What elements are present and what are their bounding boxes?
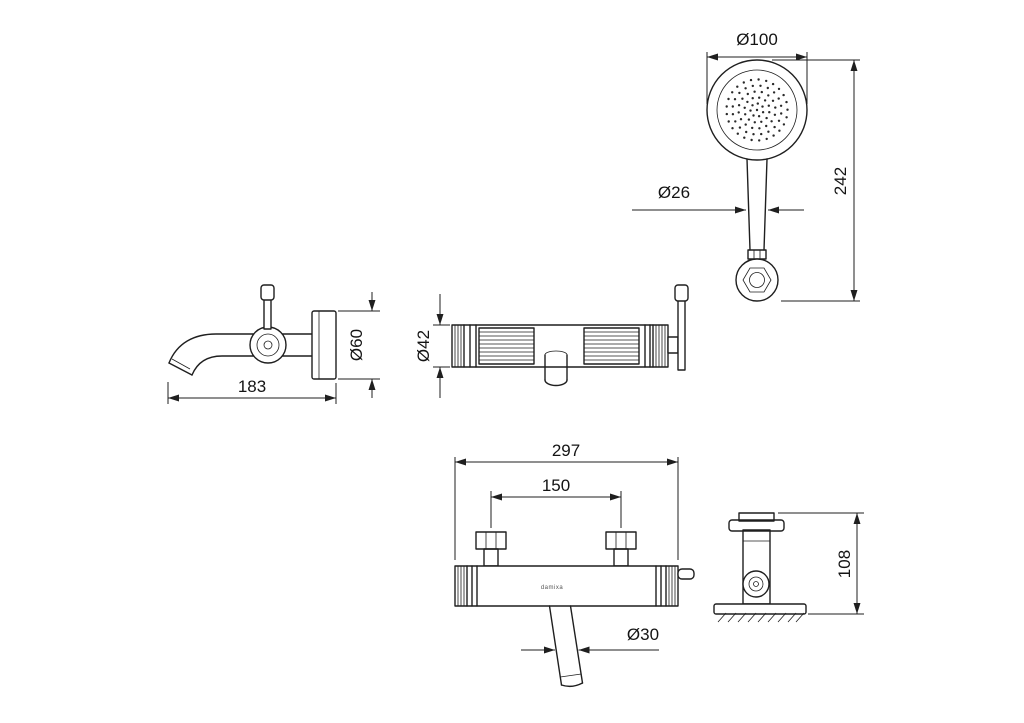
brand-label: damixa	[541, 585, 564, 591]
spout-aerator-line	[171, 358, 191, 370]
spout-tube	[168, 333, 313, 376]
spout-aerator-line	[560, 673, 582, 678]
right-sleeve-ridges	[584, 331, 639, 361]
spray-nozzle-dots	[725, 78, 789, 142]
left-union-sleeve	[478, 327, 535, 365]
mixer-top-view: Ø42	[414, 284, 689, 398]
union-nut	[475, 531, 507, 550]
wall-flange	[311, 310, 337, 380]
spout-end-cap	[560, 682, 584, 688]
left-end-ribs	[454, 325, 462, 367]
dim-extension-lines	[778, 512, 864, 615]
dim-extension-lines	[772, 59, 860, 302]
dim-handle-diameter: Ø26	[632, 183, 804, 214]
union-flange	[728, 519, 785, 532]
dim-overall-width-label: 297	[552, 441, 580, 460]
shower-handle	[746, 158, 768, 251]
dim-flange-diameter: Ø60	[338, 292, 380, 398]
spout-stub-top-arc	[544, 350, 568, 356]
right-section-lines	[655, 565, 667, 607]
dim-extension-lines	[454, 457, 679, 560]
dim-spout-projection: 183	[167, 377, 337, 404]
dim-extension-lines	[433, 324, 450, 368]
right-wall-union	[605, 531, 637, 567]
lever-stem	[677, 299, 686, 371]
wall-hatch	[717, 612, 805, 623]
handle-nut-facets	[753, 250, 761, 259]
dim-body-diameter: Ø42	[414, 294, 450, 398]
dim-spout-diameter: Ø30	[521, 625, 659, 654]
valve-ring-inner	[256, 333, 280, 357]
left-sleeve-ridges	[479, 331, 534, 361]
diverter-knob	[677, 568, 695, 580]
dim-head-diameter-label: Ø100	[736, 30, 778, 49]
valve-ring	[249, 326, 287, 364]
wall-plate	[713, 603, 807, 615]
right-end-ribs	[655, 325, 666, 367]
left-wall-union	[475, 531, 507, 567]
dim-depth: 108	[778, 512, 864, 615]
dim-shower-height: 242	[772, 59, 860, 302]
spout-lever-cap	[260, 284, 275, 301]
hand-shower-view: Ø100 Ø26 242	[632, 30, 860, 302]
dim-body-diameter-label: Ø42	[414, 330, 433, 362]
connector-hex-nut	[742, 267, 772, 293]
right-union-sleeve	[583, 327, 640, 365]
union-nut-facets	[485, 532, 497, 549]
union-stem	[483, 548, 499, 567]
lever-hub	[667, 336, 679, 354]
dim-flange-diameter-label: Ø60	[347, 329, 366, 361]
spout-hub-center	[753, 581, 759, 587]
left-section-lines	[466, 565, 478, 607]
spout-lever-stem	[263, 298, 272, 330]
dim-connection-centers: 150	[490, 476, 622, 528]
dim-extension-lines	[706, 52, 808, 104]
right-section-lines	[644, 324, 654, 368]
mixer-front-view: damixa 297 150 Ø30	[454, 441, 695, 688]
valve-center	[263, 340, 273, 350]
spout-sides	[548, 605, 584, 686]
dim-spout-diameter-label: Ø30	[627, 625, 659, 644]
left-section-lines	[463, 324, 477, 368]
lever-cap	[674, 284, 689, 302]
dim-head-diameter: Ø100	[706, 30, 808, 104]
mixer-body-outline	[454, 565, 679, 607]
hose-connector-outline	[735, 258, 779, 302]
union-nut-facets	[615, 532, 627, 549]
union-nut	[605, 531, 637, 550]
connector-bore	[749, 272, 765, 288]
handle-nut	[747, 249, 767, 260]
dim-depth-label: 108	[835, 550, 854, 578]
spout-hub-inner	[748, 576, 764, 592]
mixer-body-outline	[451, 324, 669, 368]
dim-overall-width: 297	[454, 441, 679, 560]
wall-spout-view: Ø60 183	[167, 284, 380, 404]
spout-hub-outline	[742, 570, 770, 598]
spout-stub-sides	[544, 354, 568, 381]
union-stem	[613, 548, 629, 567]
body-end-cap	[738, 512, 775, 522]
spout-stub-end	[544, 379, 568, 387]
left-end-ribs	[457, 566, 465, 606]
dim-spout-projection-label: 183	[238, 377, 266, 396]
dim-shower-height-label: 242	[831, 167, 850, 195]
mixer-side-view: 108	[713, 512, 864, 623]
dim-handle-diameter-label: Ø26	[658, 183, 690, 202]
shower-face-ring	[716, 69, 798, 151]
right-end-ribs	[668, 566, 676, 606]
dim-connection-centers-label: 150	[542, 476, 570, 495]
spout-outlet-face	[168, 362, 193, 376]
